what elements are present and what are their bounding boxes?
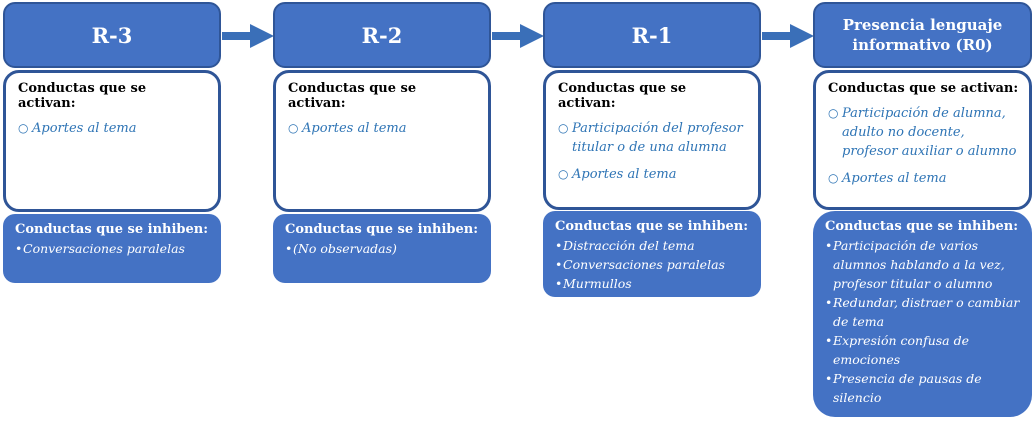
activated-item: ○Aportes al tema [558, 167, 677, 182]
header-r-1: R-1 [543, 2, 761, 68]
inhibited-item: •Expresión confusa de emociones [825, 333, 970, 367]
circle-bullet-icon: ○ [558, 121, 569, 135]
inhibited-title: Conductas que se inhiben: [555, 219, 749, 234]
activated-box-r0: Conductas que se activan: ○Participación… [813, 70, 1032, 210]
stage-title: Presencia lenguaje informativo (R0) [842, 16, 1003, 54]
stage-title: R-3 [91, 22, 133, 48]
inhibited-item: •Presencia de pausas de silencio [825, 371, 982, 405]
inhibited-item: •(No observadas) [285, 241, 397, 256]
circle-bullet-icon: ○ [18, 121, 29, 135]
inhibited-item: •Participación de varios alumnos habland… [825, 238, 1005, 291]
bullet-icon: • [825, 295, 833, 310]
inhibited-title: Conductas que se inhiben: [285, 222, 479, 237]
circle-bullet-icon: ○ [828, 106, 839, 120]
activated-box-r-1: Conductas que se activan: ○Participación… [543, 70, 761, 210]
inhibited-item: •Conversaciones paralelas [15, 241, 185, 256]
bullet-icon: • [825, 333, 833, 348]
arrow-right-icon [222, 24, 274, 48]
circle-bullet-icon: ○ [828, 171, 839, 185]
bullet-icon: • [555, 276, 563, 291]
activated-title: Conductas que se activan: [828, 81, 1019, 96]
arrow-right-icon [762, 24, 814, 48]
bullet-icon: • [555, 238, 563, 253]
inhibited-box-r-2: Conductas que se inhiben: •(No observada… [273, 214, 491, 283]
activated-title: Conductas que se activan: [18, 81, 147, 111]
inhibited-box-r-3: Conductas que se inhiben: •Conversacione… [3, 214, 221, 283]
activated-title: Conductas que se activan: [558, 81, 687, 111]
activated-box-r-3: Conductas que se activan: ○Aportes al te… [3, 70, 221, 212]
stage-title: R-1 [631, 22, 673, 48]
activated-item: ○Participación del profesor titular o de… [558, 121, 743, 155]
inhibited-item: •Distracción del tema [555, 238, 695, 253]
arrow-right-icon [492, 24, 544, 48]
activated-box-r-2: Conductas que se activan: ○Aportes al te… [273, 70, 491, 212]
inhibited-box-r-1: Conductas que se inhiben: •Distracción d… [543, 211, 761, 297]
header-r-3: R-3 [3, 2, 221, 68]
bullet-icon: • [285, 241, 293, 256]
activated-title: Conductas que se activan: [288, 81, 417, 111]
header-r-2: R-2 [273, 2, 491, 68]
inhibited-item: •Conversaciones paralelas [555, 257, 725, 272]
activated-item: ○Participación de alumna, adulto no doce… [828, 106, 1017, 159]
circle-bullet-icon: ○ [288, 121, 299, 135]
header-r0: Presencia lenguaje informativo (R0) [813, 2, 1032, 68]
inhibited-item: •Murmullos [555, 276, 632, 291]
inhibited-box-r0: Conductas que se inhiben: •Participación… [813, 211, 1032, 417]
bullet-icon: • [15, 241, 23, 256]
circle-bullet-icon: ○ [558, 167, 569, 181]
activated-item: ○Aportes al tema [288, 121, 407, 136]
bullet-icon: • [825, 238, 833, 253]
stage-title: R-2 [361, 22, 403, 48]
bullet-icon: • [825, 371, 833, 386]
inhibited-title: Conductas que se inhiben: [15, 222, 209, 237]
bullet-icon: • [555, 257, 563, 272]
inhibited-title: Conductas que se inhiben: [825, 219, 1019, 234]
activated-item: ○Aportes al tema [828, 171, 947, 186]
activated-item: ○Aportes al tema [18, 121, 137, 136]
inhibited-item: •Redundar, distraer o cambiar de tema [825, 295, 1020, 329]
